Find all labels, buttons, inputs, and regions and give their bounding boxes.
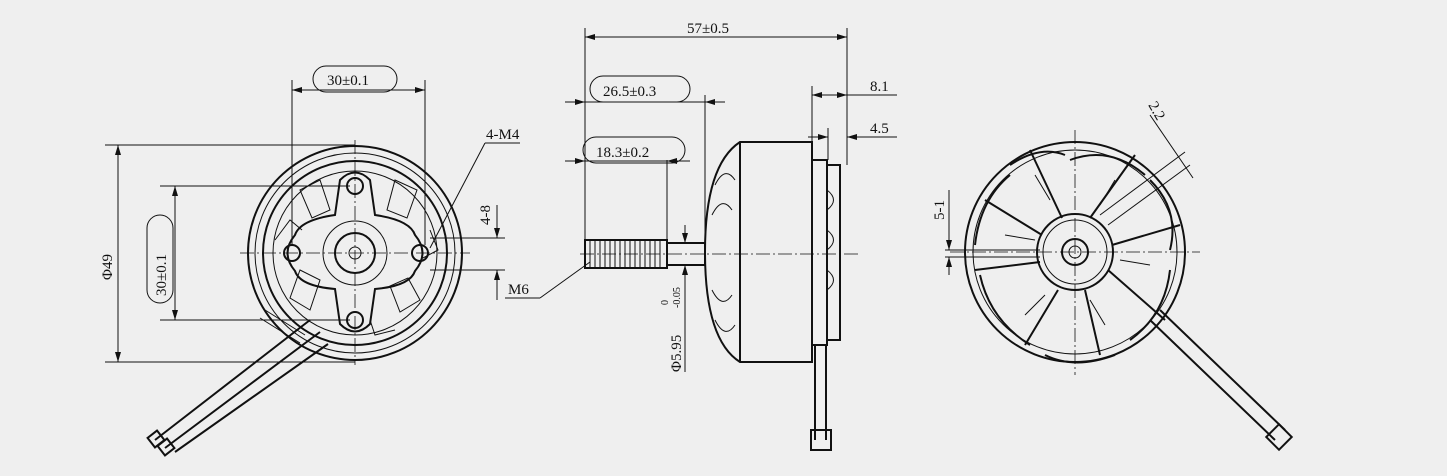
dim-gap-label: 5-1	[932, 200, 948, 220]
dim-slot-label: 2.2	[1145, 99, 1168, 123]
shaft-diameter-label: Φ5.95	[669, 335, 685, 372]
mount-holes-label: 4-M4	[486, 127, 520, 143]
dim-total-length-label: 57±0.5	[687, 21, 729, 37]
dim-width-label: 30±0.1	[327, 73, 369, 89]
rear-wires	[1149, 309, 1286, 441]
front-view: 30±0.1 Φ49 30±0.1 4-M4 4-8	[100, 65, 520, 457]
dim-height-label: 30±0.1	[154, 254, 170, 296]
thread-label: M6	[508, 282, 529, 298]
lead-wires	[146, 309, 329, 457]
motor-bell	[703, 141, 813, 363]
side-view: 57±0.5 26.5±0.3 18.3±0.2 8.1 4.5 M6 Φ5.9…	[505, 21, 897, 451]
rear-view: 2.2 5-1	[932, 99, 1294, 452]
side-wires	[814, 345, 827, 440]
shaft-tol-upper: 0	[660, 300, 671, 305]
rotor-spokes	[974, 149, 1181, 364]
dim-base-label: 8.1	[870, 79, 889, 95]
mount-plate	[286, 171, 424, 333]
dim-thread-length-label: 18.3±0.2	[596, 145, 649, 161]
shaft-tol-lower: -0.05	[672, 287, 683, 308]
dim-shaft-to-body-label: 26.5±0.3	[603, 84, 656, 100]
dim-base-inner-label: 4.5	[870, 121, 889, 137]
hole-depth-label: 4-8	[478, 205, 494, 225]
dim-diameter-label: Φ49	[100, 254, 116, 280]
